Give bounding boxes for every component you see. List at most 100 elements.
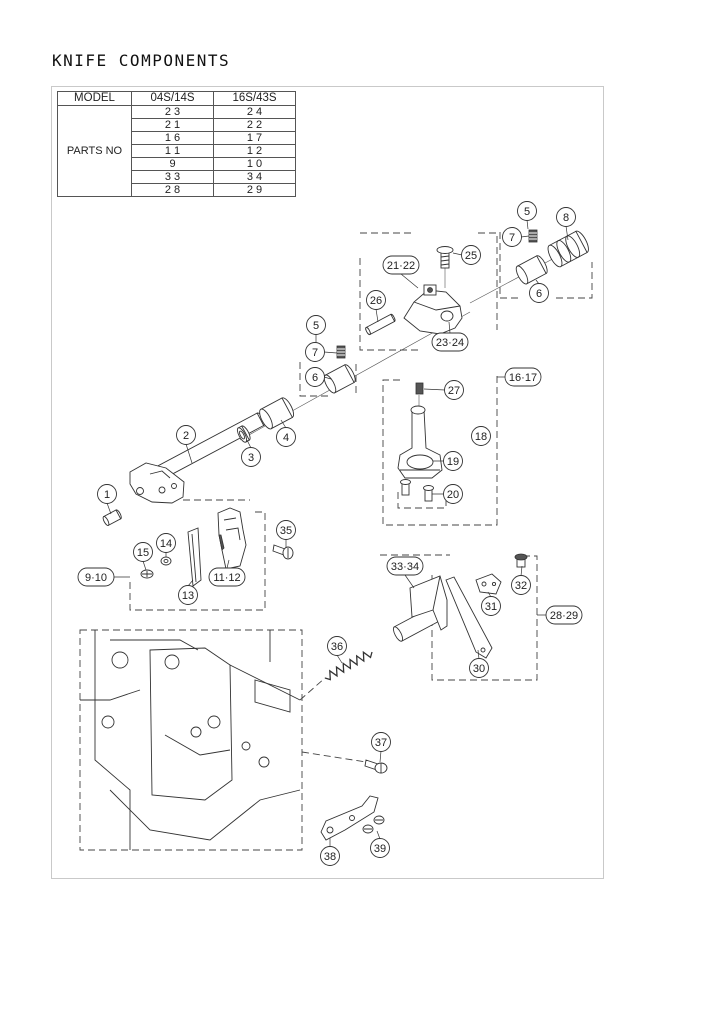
screw-head	[400, 479, 411, 485]
callout-outline	[178, 585, 198, 605]
machine-hole	[241, 741, 251, 751]
part-38-plate	[320, 795, 379, 841]
part-32-screw	[514, 553, 528, 568]
cylinder-front-face	[392, 626, 404, 642]
cylinder-front-face	[515, 265, 529, 285]
frame-connecting-rod-group	[382, 372, 498, 526]
callout-part-7: 7	[502, 227, 522, 247]
callout-label: 18	[475, 431, 487, 443]
callout-part-26: 26	[366, 290, 386, 310]
leader-lines	[106, 219, 569, 847]
callout-part-28-29: 28·29	[545, 605, 583, 625]
callout-outline	[431, 332, 469, 352]
frame-collar-group	[299, 362, 357, 397]
callout-part-39: 39	[370, 838, 390, 858]
callout-label: 36	[331, 641, 343, 653]
bracket-edge	[432, 575, 441, 611]
guide-line-screw	[301, 751, 367, 763]
callout-outline	[77, 567, 115, 587]
callout-label: 2	[183, 430, 189, 442]
callout-part-38: 38	[320, 846, 340, 866]
crank-block-hole	[171, 483, 177, 489]
screw-head	[423, 485, 434, 491]
callout-label: 33·34	[391, 561, 419, 573]
spring-coil	[324, 650, 373, 681]
callout-label: 6	[536, 288, 542, 300]
callout-outline	[320, 846, 340, 866]
callout-outline	[481, 596, 501, 616]
callout-part-2: 2	[176, 425, 196, 445]
callout-label: 19	[447, 456, 459, 468]
callout-outline	[305, 342, 325, 362]
table-header-row: MODEL 04S/14S 16S/43S	[57, 91, 296, 106]
cylinder-groove	[565, 235, 581, 258]
callout-label: 7	[509, 232, 515, 244]
callout-outline	[241, 447, 261, 467]
callout-label: 15	[137, 547, 149, 559]
screw-head	[436, 246, 454, 254]
callout-part-35: 35	[276, 520, 296, 540]
callout-part-15: 15	[133, 542, 153, 562]
callout-part-9-10: 9·10	[77, 567, 115, 587]
cylinder-front-face	[323, 374, 337, 394]
callout-outline	[176, 425, 196, 445]
callout-part-25: 25	[461, 245, 481, 265]
part-8-bushing	[547, 230, 589, 268]
parts-number-table: MODEL 04S/14S 16S/43S PARTS NO 2 3 2 4 2…	[57, 91, 296, 197]
callout-part-13: 13	[178, 585, 198, 605]
callout-label: 38	[324, 851, 336, 863]
callout-outline	[133, 542, 153, 562]
callout-part-11-12: 11·12	[208, 567, 246, 587]
assembly-frames	[79, 232, 593, 851]
machine-hole	[207, 715, 221, 729]
callout-label: 9·10	[85, 572, 107, 584]
callout-label: 11·12	[213, 572, 240, 584]
arm-boss-screw	[427, 287, 433, 293]
callout-part-1: 1	[97, 484, 117, 504]
callout-label: 23·24	[436, 337, 464, 349]
part-25-screw	[436, 246, 454, 269]
frame-arm-group	[359, 232, 498, 351]
callout-label: 16·17	[509, 372, 537, 384]
callout-outline	[545, 605, 583, 625]
callout-outline	[327, 636, 347, 656]
machine-frame-ledge	[80, 689, 141, 701]
callout-part-5: 5	[306, 315, 326, 335]
table-row: 3 3 3 4	[58, 170, 296, 184]
machine-frame-bracket	[254, 679, 291, 713]
part-4-collar	[259, 397, 295, 430]
screw-head	[514, 553, 528, 561]
callout-part-33-34: 33·34	[386, 556, 424, 576]
cylindrical-parts	[102, 230, 589, 642]
callout-label: 31	[485, 601, 497, 613]
frame-bracket-group	[380, 554, 538, 681]
part-36-spring	[324, 650, 373, 681]
callout-label: 32	[515, 580, 527, 592]
machine-hole	[111, 651, 129, 669]
callout-part-3: 3	[241, 447, 261, 467]
small-plate-hole	[491, 581, 497, 587]
callout-outline	[371, 732, 391, 752]
machine-frame-body	[149, 647, 233, 801]
callout-outline	[529, 283, 549, 303]
callout-label: 39	[374, 843, 386, 855]
page-title: KNIFE COMPONENTS	[52, 51, 231, 70]
callout-part-31: 31	[481, 596, 501, 616]
guide-line-spring	[299, 677, 326, 701]
diagram-frame	[51, 86, 604, 879]
table-row: 1 6 1 7	[58, 131, 296, 145]
callout-outline	[366, 290, 386, 310]
part-15-screw	[140, 569, 154, 579]
arm-edge	[413, 301, 461, 311]
machine-frame-rail	[229, 664, 301, 701]
callout-label: 21·22	[387, 260, 415, 272]
callout-outline	[156, 533, 176, 553]
knife-detail	[223, 517, 241, 541]
callout-part-18: 18	[471, 426, 491, 446]
callout-part-16-17: 16·17	[504, 367, 542, 387]
callout-outline	[208, 567, 246, 587]
callout-part-20: 20	[443, 484, 463, 504]
callout-outline	[443, 451, 463, 471]
